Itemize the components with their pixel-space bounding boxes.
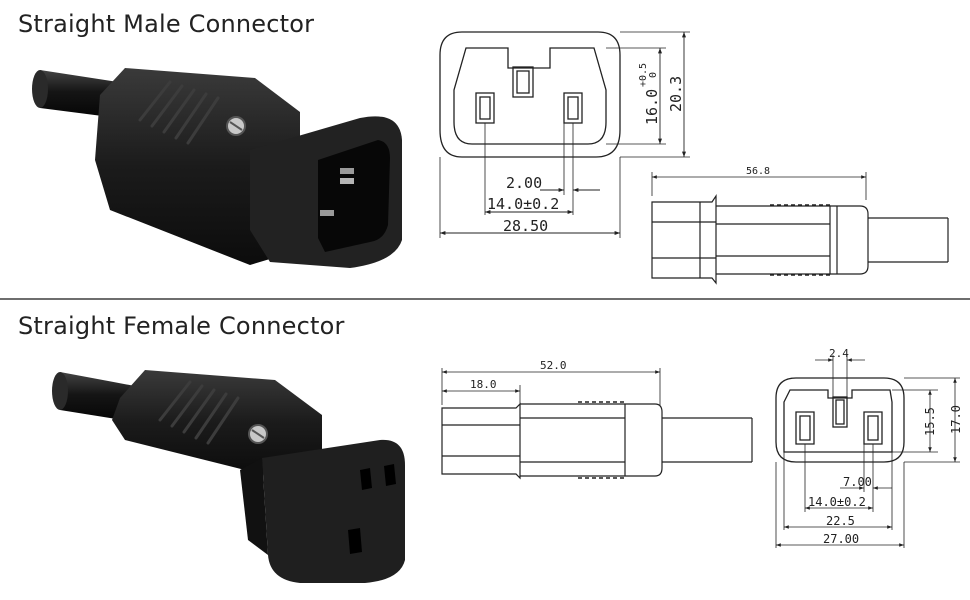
male-connector-photo [32, 68, 402, 268]
male-inner-height-dim: 16.0 [643, 89, 661, 125]
female-front-view-drawing [775, 355, 960, 548]
male-slot-width-dim: 2.00 [506, 174, 542, 192]
male-outer-height-dim: 20.3 [667, 76, 685, 112]
male-section-title: Straight Male Connector [18, 10, 315, 38]
male-length-dim: 56.8 [746, 166, 770, 177]
female-outer-height-dim: 17.0 [949, 405, 963, 434]
female-width-dim: 27.00 [823, 532, 859, 546]
female-section-title: Straight Female Connector [18, 312, 345, 340]
female-side-view-drawing [441, 368, 753, 480]
female-inner-width-dim: 22.5 [826, 514, 855, 528]
female-pin-spacing-dim: 14.0±0.2 [808, 495, 866, 509]
female-head-length-dim: 18.0 [470, 378, 497, 391]
female-inner-height-dim: 15.5 [923, 407, 937, 436]
female-slot-depth-dim: 7.00 [843, 475, 872, 489]
male-pin-spacing-dim: 14.0±0.2 [487, 195, 559, 213]
female-connector-photo [52, 370, 405, 583]
male-width-dim: 28.50 [503, 217, 548, 235]
male-side-view-drawing [651, 172, 949, 285]
male-inner-height-tol-lower: 0 [648, 72, 659, 78]
male-front-view-drawing [439, 31, 690, 238]
female-slot-width-dim: 2.4 [829, 347, 849, 360]
female-length-dim: 52.0 [540, 359, 567, 372]
section-divider [0, 298, 970, 300]
male-inner-height-tol-upper: +0.5 [638, 63, 649, 87]
